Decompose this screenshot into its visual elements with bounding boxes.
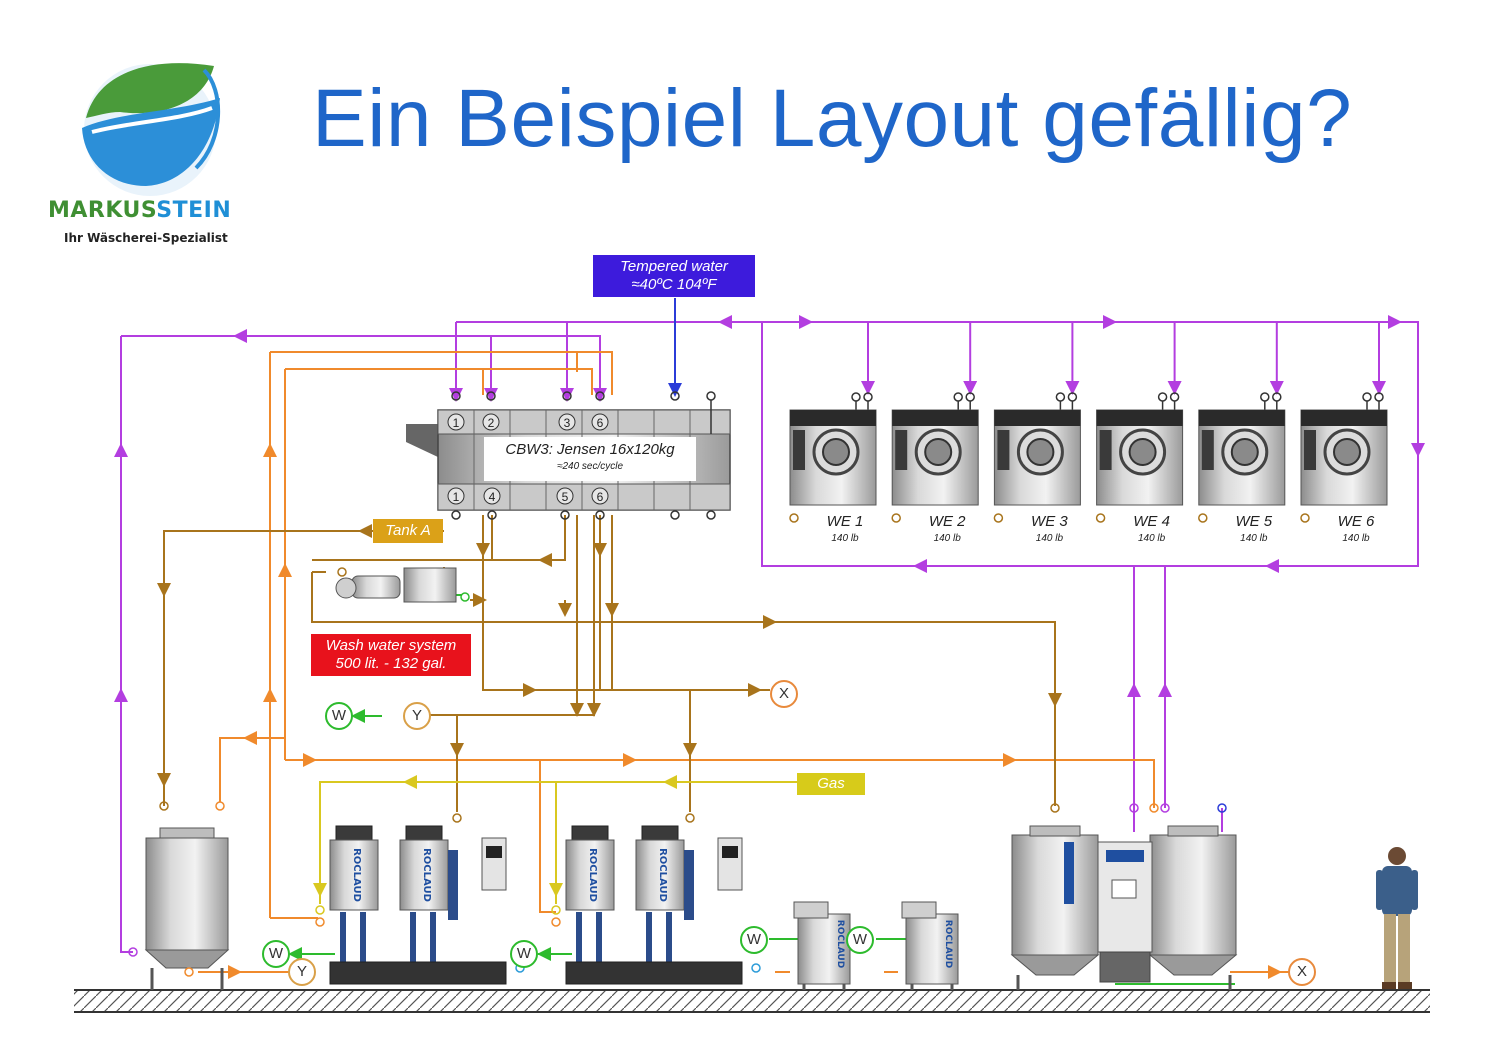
small-unit-2: ROCLAUD — [901, 901, 959, 990]
connector-w: W — [740, 926, 768, 954]
cbw-port-bottom-label: 1 — [453, 490, 460, 504]
washer-extractor — [993, 322, 1081, 523]
washer-name: WE 4 — [1133, 513, 1170, 530]
connector-w: W — [846, 926, 874, 954]
cbw-port-top-label: 6 — [597, 416, 604, 430]
washer-extractor — [1198, 322, 1286, 523]
washer-capacity: 140 lb — [831, 533, 859, 544]
tempered-water-pipes — [114, 315, 1425, 953]
cbw-port-labels: 1 2 3 6 1 4 5 6 — [447, 413, 609, 505]
washer-label: WE 5 140 lb — [1209, 513, 1299, 544]
connector-y: Y — [403, 702, 431, 730]
tempered-water-line2: ≈40ºC 104ºF — [631, 276, 717, 293]
washer-label: WE 1 140 lb — [800, 513, 890, 544]
wash-water-system-label: Wash water system 500 lit. - 132 gal. — [311, 634, 471, 676]
person-figure — [1376, 847, 1418, 989]
washer-name: WE 6 — [1337, 513, 1375, 530]
cbw-port-top — [482, 413, 500, 431]
heater-group: ROCLAUD ROCLAUD — [315, 813, 525, 985]
washer-name: WE 5 — [1235, 513, 1273, 530]
cbw-port-bottom — [556, 487, 574, 505]
brand-name-part2: STEIN — [156, 198, 232, 223]
washer-capacity: 140 lb — [1240, 533, 1268, 544]
connector-y: Y — [288, 958, 316, 986]
page-title: Ein Beispiel Layout gefällig? — [312, 73, 1353, 164]
washer-name: WE 2 — [928, 513, 966, 530]
washer-name: WE 3 — [1031, 513, 1068, 530]
washer-capacity: 140 lb — [1035, 533, 1064, 544]
heater-brand: ROCLAUD — [587, 848, 598, 902]
washer-capacity: 140 lb — [933, 533, 961, 544]
connector-w: W — [510, 940, 538, 968]
wash-water-pump — [335, 567, 470, 603]
wash-water-line1: Wash water system — [325, 637, 457, 654]
washer-label: WE 3 140 lb — [1004, 513, 1094, 544]
brand-name: MARKUSSTEIN — [48, 198, 231, 223]
brand-name-part1: MARKUS — [48, 198, 157, 223]
washer-capacity: 140 lb — [1342, 533, 1370, 544]
cbw-port-bottom-label: 5 — [562, 490, 569, 504]
cbw-port-bottom-label: 6 — [597, 490, 604, 504]
cbw-port-top — [447, 413, 465, 431]
washer-extractors — [789, 322, 1388, 523]
tank-system-right — [1010, 803, 1238, 990]
tank-a-label: Tank A — [373, 519, 443, 543]
cbw-port-top — [558, 413, 576, 431]
wash-water-line2: 500 lit. - 132 gal. — [335, 655, 447, 672]
cbw-port-top-label: 3 — [564, 416, 571, 430]
washer-name: WE 1 — [826, 513, 864, 530]
water-heater-groups: ROCLAUD ROCLAUD ROCLAUD ROCLAUD — [315, 813, 761, 985]
connector-x: X — [1288, 958, 1316, 986]
cbw-subtitle: ≈240 sec/cycle — [556, 461, 624, 472]
tempered-water-label: Tempered water ≈40ºC 104ºF — [593, 255, 755, 297]
cbw-title: CBW3: Jensen 16x120kg — [505, 441, 675, 458]
wash-water-pipes — [157, 515, 1062, 812]
connector-w: W — [262, 940, 290, 968]
heater-brand: ROCLAUD — [351, 848, 362, 902]
washer-label: WE 4 140 lb — [1107, 513, 1197, 544]
small-unit-1: ROCLAUD — [793, 901, 851, 990]
heater-brand: ROCLAUD — [657, 848, 668, 902]
washer-label: WE 2 140 lb — [902, 513, 992, 544]
heater-brand: ROCLAUD — [421, 848, 432, 902]
tempered-water-line1: Tempered water — [620, 258, 728, 275]
washer-label: WE 6 140 lb — [1311, 513, 1401, 544]
washer-extractor — [789, 322, 877, 523]
cbw-port-top — [591, 413, 609, 431]
storage-tank-left — [128, 801, 230, 990]
cbw-port-bottom-label: 4 — [489, 490, 496, 504]
connector-w: W — [325, 702, 353, 730]
cbw-port-top-label: 1 — [453, 416, 460, 430]
gas-pipes — [313, 775, 797, 904]
floor — [74, 989, 1430, 1013]
washer-extractor — [891, 322, 979, 523]
cbw-port-top-label: 2 — [488, 416, 495, 430]
hot-water-pipes — [198, 351, 1290, 979]
washer-extractor — [1095, 322, 1184, 523]
brand-tagline: Ihr Wäscherei-Spezialist — [64, 231, 228, 245]
cbw-port-bottom — [591, 487, 609, 505]
connector-x: X — [770, 680, 798, 708]
heater-group: ROCLAUD ROCLAUD — [551, 813, 761, 985]
unit-brand: ROCLAUD — [943, 920, 953, 968]
washer-capacity: 140 lb — [1137, 533, 1166, 544]
water-pipes — [288, 594, 1235, 985]
unit-brand: ROCLAUD — [835, 920, 845, 968]
washer-extractor — [1300, 322, 1388, 523]
cbw-label: CBW3: Jensen 16x120kg ≈240 sec/cycle — [484, 437, 696, 481]
company-logo — [82, 63, 221, 196]
gas-label: Gas — [797, 773, 865, 795]
cbw-port-bottom — [483, 487, 501, 505]
cbw-port-bottom — [447, 487, 465, 505]
